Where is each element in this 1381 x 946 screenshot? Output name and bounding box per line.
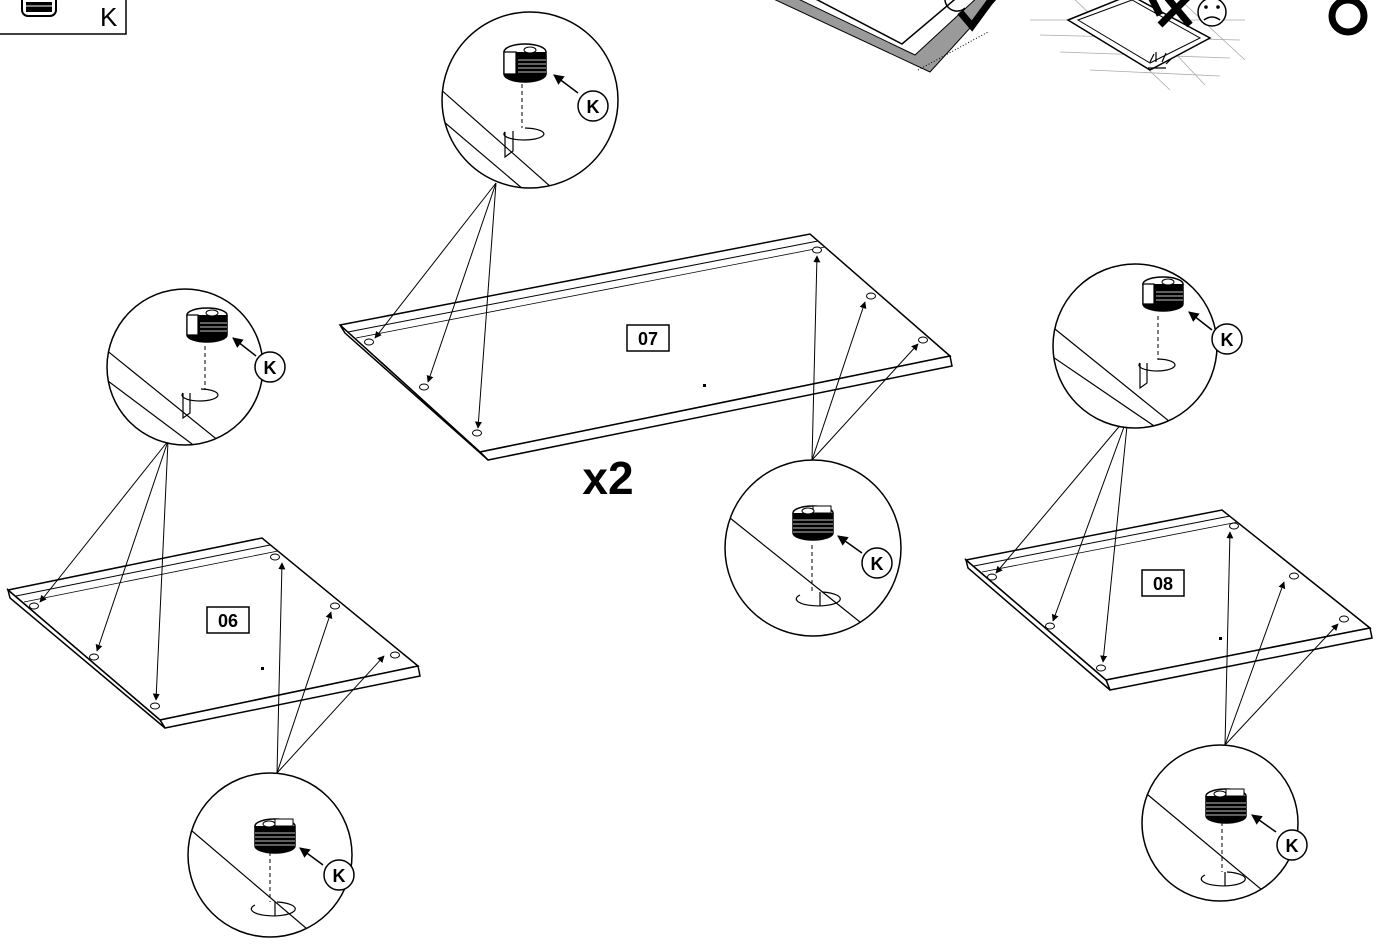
leader-arrows (39, 182, 1339, 774)
callout-letter-badge (577, 90, 609, 122)
callout-letter-badge (254, 351, 286, 383)
partial-o-icon (1328, 0, 1368, 36)
cam-hole (1045, 622, 1055, 630)
cam-hole (1096, 664, 1106, 672)
cam-lock-icon (186, 307, 228, 343)
panel-number: 08 (1153, 574, 1173, 594)
callout-letter: K (1221, 330, 1234, 350)
callout-letter-badge (1211, 323, 1243, 355)
cam-hole (1229, 522, 1239, 530)
floor-protection-hint (774, 0, 1368, 91)
cam-lock-icon (503, 43, 547, 83)
quantity-multiplier: x2 (582, 452, 633, 504)
cam-lock-icon (254, 818, 296, 854)
cam-lock-icon (21, 0, 57, 17)
parts-key-letter: K (100, 2, 118, 32)
panel-number: 06 (218, 611, 238, 631)
cam-hole (29, 602, 39, 610)
detail-callout-4: K (1052, 263, 1243, 429)
cam-lock-icon (1205, 788, 1247, 824)
parts-key: K (0, 0, 127, 35)
scratch-icon (1148, 52, 1173, 69)
panel-08-label: 08 (1141, 569, 1185, 597)
cam-hole (1289, 572, 1299, 580)
checkmark-icon (957, 0, 996, 32)
cam-lock-icon (792, 505, 834, 541)
detail-callout-1: K (441, 11, 619, 189)
callout-letter-badge (861, 547, 893, 579)
carpet-ok-illustration (774, 0, 997, 73)
cam-hole (419, 383, 429, 391)
cam-hole (1339, 615, 1349, 623)
callout-letter: K (871, 554, 884, 574)
cam-hole (812, 246, 822, 254)
cross-icon (1148, 0, 1193, 28)
cam-hole (270, 553, 280, 561)
detail-callout-6: K (1141, 744, 1308, 902)
panel-07: 07 (338, 233, 953, 461)
cam-hole (987, 573, 997, 581)
cam-hole (364, 338, 374, 346)
cam-hole (330, 602, 340, 610)
parts-key-box (0, 0, 127, 35)
cam-hole (866, 292, 876, 300)
cam-hole (472, 429, 482, 437)
panel-08: 08 (964, 509, 1373, 691)
callout-letter: K (1286, 836, 1299, 856)
cam-hole (390, 651, 400, 659)
panel-number: 07 (638, 329, 658, 349)
callout-letter-badge (323, 859, 355, 891)
panel-06: 06 (6, 537, 421, 729)
cam-hole (89, 653, 99, 661)
detail-callout-5: K (187, 772, 355, 938)
panel-06-label: 06 (206, 606, 250, 634)
callout-letter-badge (1276, 829, 1308, 861)
callout-letter: K (264, 358, 277, 378)
smile-face-icon (944, 0, 966, 12)
callout-letter: K (587, 97, 600, 117)
detail-callout-2: K (106, 288, 286, 446)
panel-07-label: 07 (626, 324, 670, 352)
cam-hole (918, 336, 928, 344)
cam-hole (150, 702, 160, 710)
callout-letter: K (333, 866, 346, 886)
detail-callout-3: K (724, 459, 902, 637)
cam-lock-icon (1142, 276, 1184, 312)
sad-face-icon (1197, 0, 1227, 27)
